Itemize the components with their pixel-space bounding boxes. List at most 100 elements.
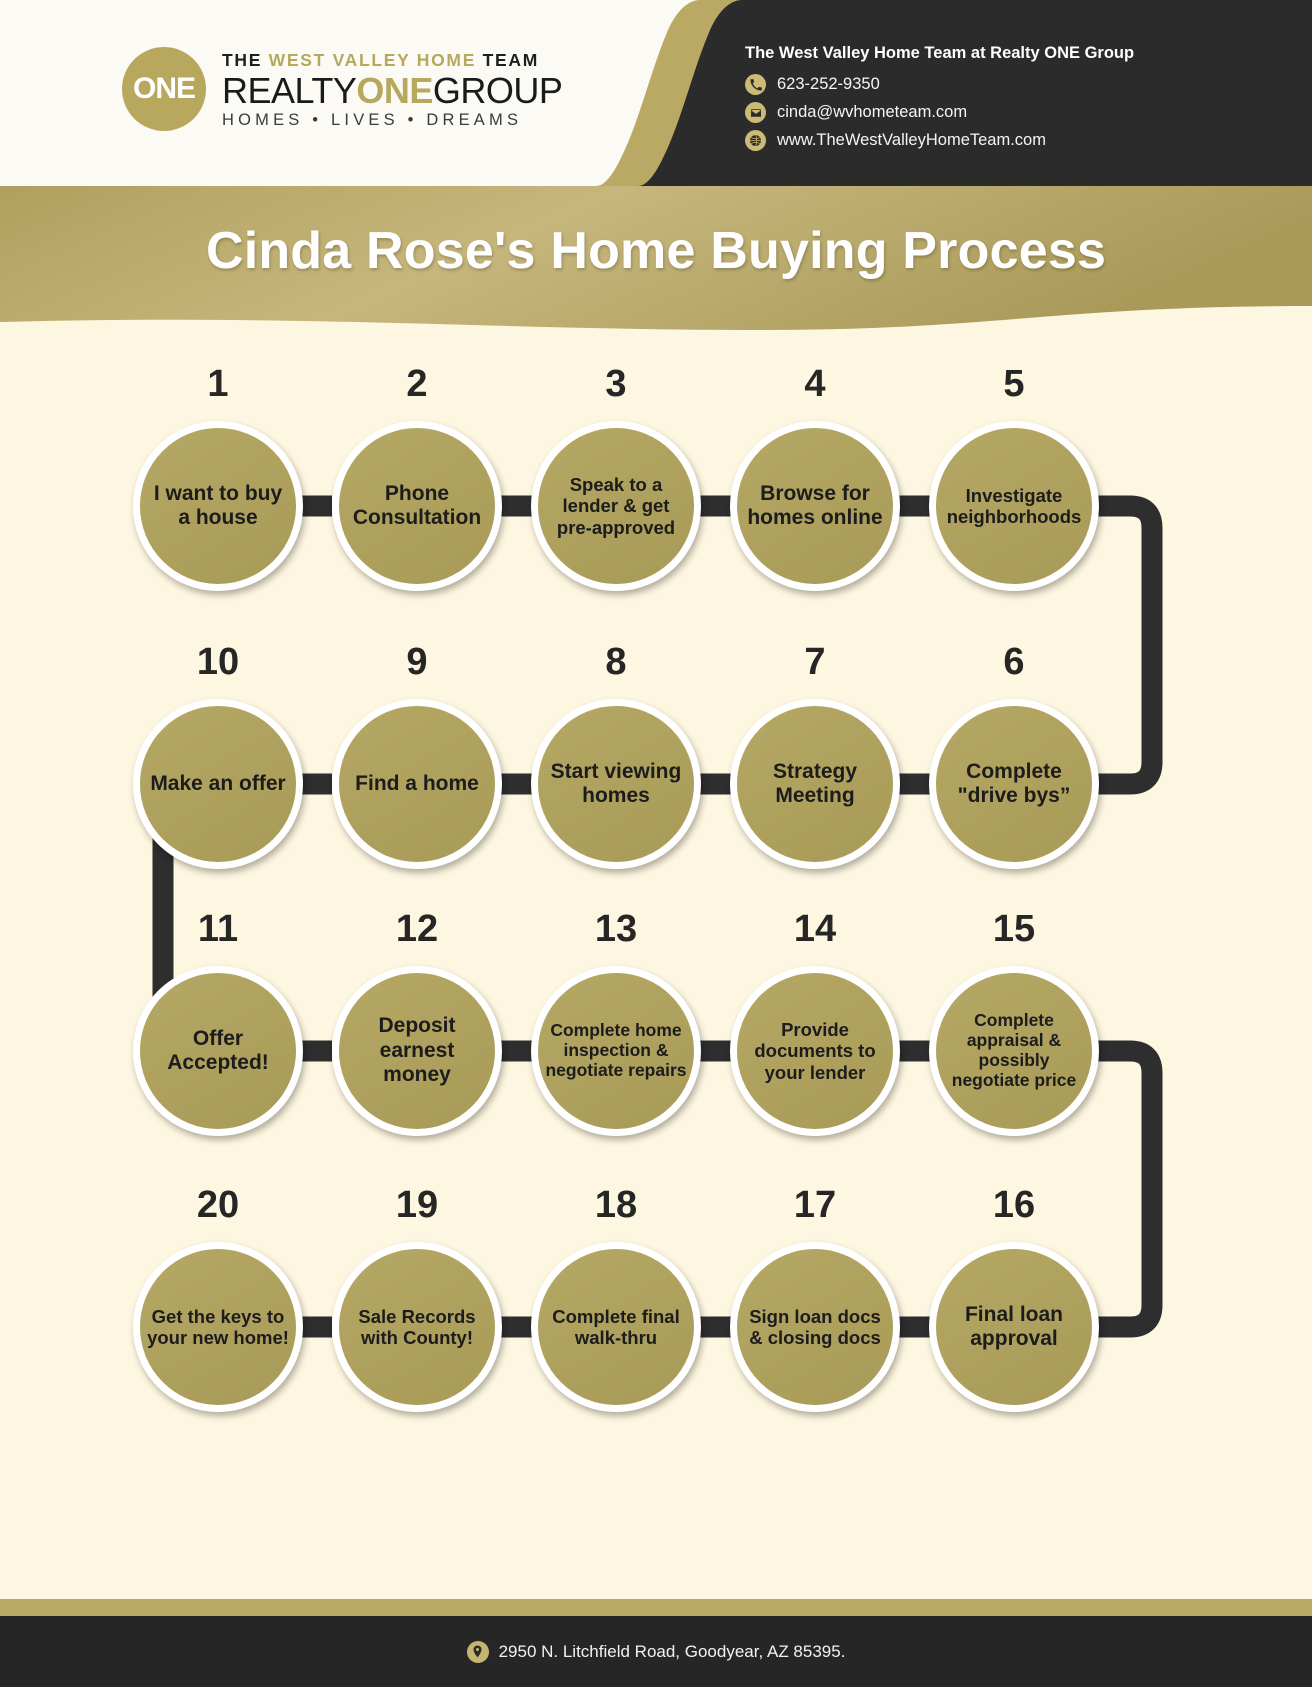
step-circle[interactable]: Provide documents to your lender	[730, 966, 900, 1136]
brand-logo: ONE THE WEST VALLEY HOME TEAM REALTYONEG…	[122, 47, 563, 131]
step-node-4[interactable]: 4 Browse for homes online	[730, 363, 900, 591]
step-node-19[interactable]: 19 Sale Records with County!	[332, 1184, 502, 1412]
step-label: Complete appraisal & possibly negotiate …	[951, 1010, 1077, 1090]
step-label: Final loan approval	[964, 1302, 1063, 1350]
step-number: 3	[605, 363, 627, 405]
banner-background-shape	[0, 186, 1312, 330]
step-node-11[interactable]: 11 Offer Accepted!	[133, 908, 303, 1136]
step-circle[interactable]: Sign loan docs & closing docs	[730, 1242, 900, 1412]
step-label: Sign loan docs & closing docs	[749, 1305, 881, 1348]
step-node-2[interactable]: 2 Phone Consultation	[332, 363, 502, 591]
step-node-1[interactable]: 1 I want to buy a house	[133, 363, 303, 591]
step-node-6[interactable]: 6 Complete "drive bys”	[929, 641, 1099, 869]
step-node-8[interactable]: 8 Start viewing homes	[531, 641, 701, 869]
brand-one: ONE	[356, 70, 433, 112]
step-circle[interactable]: Sale Records with County!	[332, 1242, 502, 1412]
step-circle[interactable]: Offer Accepted!	[133, 966, 303, 1136]
step-number: 20	[196, 1184, 240, 1226]
step-node-9[interactable]: 9 Find a home	[332, 641, 502, 869]
page-footer: 2950 N. Litchfield Road, Goodyear, AZ 85…	[0, 1616, 1312, 1687]
contact-website-row[interactable]: www.TheWestValleyHomeTeam.com	[745, 130, 1134, 151]
step-node-13[interactable]: 13 Complete home inspection & negotiate …	[531, 908, 701, 1136]
step-node-3[interactable]: 3 Speak to a lender & get pre-approved	[531, 363, 701, 591]
step-circle[interactable]: Phone Consultation	[332, 421, 502, 591]
tagline-mid: WEST VALLEY HOME	[268, 50, 477, 71]
contact-phone-row[interactable]: 623-252-9350	[745, 74, 1134, 95]
step-label: I want to buy a house	[153, 481, 283, 529]
step-label: Browse for homes online	[747, 481, 883, 529]
footer-address: 2950 N. Litchfield Road, Goodyear, AZ 85…	[498, 1641, 846, 1661]
brand-tagline: THE WEST VALLEY HOME TEAM	[222, 50, 562, 71]
step-circle[interactable]: Investigate neighborhoods	[929, 421, 1099, 591]
step-circle[interactable]: Final loan approval	[929, 1242, 1099, 1412]
step-circle[interactable]: Deposit earnest money	[332, 966, 502, 1136]
step-circle[interactable]: Complete "drive bys”	[929, 699, 1099, 869]
brand-group: GROUP	[432, 70, 563, 112]
step-number: 2	[406, 363, 428, 405]
step-label: Start viewing homes	[550, 759, 682, 807]
step-number: 11	[197, 908, 239, 950]
step-node-17[interactable]: 17 Sign loan docs & closing docs	[730, 1184, 900, 1412]
step-number: 14	[793, 908, 837, 950]
step-node-12[interactable]: 12 Deposit earnest money	[332, 908, 502, 1136]
brand-wordmark: THE WEST VALLEY HOME TEAM REALTYONEGROUP…	[222, 48, 563, 130]
step-node-7[interactable]: 7 Strategy Meeting	[730, 641, 900, 869]
website-value: www.TheWestValleyHomeTeam.com	[777, 131, 1046, 149]
step-circle[interactable]: Find a home	[332, 699, 502, 869]
step-number: 13	[594, 908, 638, 950]
step-circle[interactable]: I want to buy a house	[133, 421, 303, 591]
step-node-15[interactable]: 15 Complete appraisal & possibly negotia…	[929, 908, 1099, 1136]
step-circle[interactable]: Get the keys to your new home!	[133, 1242, 303, 1412]
step-number: 4	[804, 363, 826, 405]
step-node-5[interactable]: 5 Investigate neighborhoods	[929, 363, 1099, 591]
step-circle[interactable]: Strategy Meeting	[730, 699, 900, 869]
step-circle[interactable]: Complete appraisal & possibly negotiate …	[929, 966, 1099, 1136]
step-node-14[interactable]: 14 Provide documents to your lender	[730, 908, 900, 1136]
contact-email-row[interactable]: cinda@wvhometeam.com	[745, 102, 1134, 123]
step-label: Investigate neighborhoods	[946, 484, 1082, 527]
step-label: Speak to a lender & get pre-approved	[556, 474, 676, 538]
step-label: Complete "drive bys”	[957, 759, 1071, 807]
map-pin-icon	[466, 1640, 489, 1663]
footer-gold-rule	[0, 1599, 1312, 1616]
step-label: Complete final walk-thru	[552, 1305, 680, 1348]
step-number: 1	[207, 363, 229, 405]
step-label: Find a home	[355, 771, 479, 795]
step-label: Offer Accepted!	[167, 1026, 269, 1074]
step-label: Get the keys to your new home!	[147, 1305, 289, 1348]
step-node-20[interactable]: 20 Get the keys to your new home!	[133, 1184, 303, 1412]
email-value: cinda@wvhometeam.com	[777, 103, 968, 121]
brand-motto: HOMES • LIVES • DREAMS	[222, 110, 523, 129]
contact-title: The West Valley Home Team at Realty ONE …	[745, 44, 1135, 62]
step-number: 7	[804, 641, 826, 683]
step-node-16[interactable]: 16 Final loan approval	[929, 1184, 1099, 1412]
one-badge-label: ONE	[132, 72, 196, 105]
step-label: Deposit earnest money	[378, 1014, 456, 1087]
step-number: 6	[1003, 641, 1025, 683]
tagline-the: THE	[222, 50, 263, 71]
phone-icon	[745, 74, 766, 95]
header-background-shape	[596, 0, 1312, 186]
step-node-10[interactable]: 10 Make an offer	[133, 641, 303, 869]
step-circle[interactable]: Speak to a lender & get pre-approved	[531, 421, 701, 591]
step-number: 15	[992, 908, 1036, 950]
page-title: Cinda Rose's Home Buying Process	[205, 222, 1107, 280]
globe-icon	[745, 130, 766, 151]
step-circle[interactable]: Browse for homes online	[730, 421, 900, 591]
step-circle[interactable]: Make an offer	[133, 699, 303, 869]
step-number: 17	[793, 1184, 837, 1226]
one-badge-icon: ONE	[122, 47, 206, 131]
step-label: Sale Records with County!	[358, 1305, 476, 1348]
step-label: Complete home inspection & negotiate rep…	[545, 1020, 687, 1080]
step-number: 19	[395, 1184, 439, 1226]
step-number: 5	[1003, 363, 1025, 405]
step-circle[interactable]: Start viewing homes	[531, 699, 701, 869]
brand-name: REALTYONEGROUP	[222, 70, 563, 112]
tagline-team: TEAM	[482, 50, 540, 71]
envelope-icon	[745, 102, 766, 123]
step-label: Strategy Meeting	[772, 759, 858, 807]
step-node-18[interactable]: 18 Complete final walk-thru	[531, 1184, 701, 1412]
step-circle[interactable]: Complete home inspection & negotiate rep…	[531, 966, 701, 1136]
step-circle[interactable]: Complete final walk-thru	[531, 1242, 701, 1412]
page-header: ONE THE WEST VALLEY HOME TEAM REALTYONEG…	[0, 0, 1312, 186]
